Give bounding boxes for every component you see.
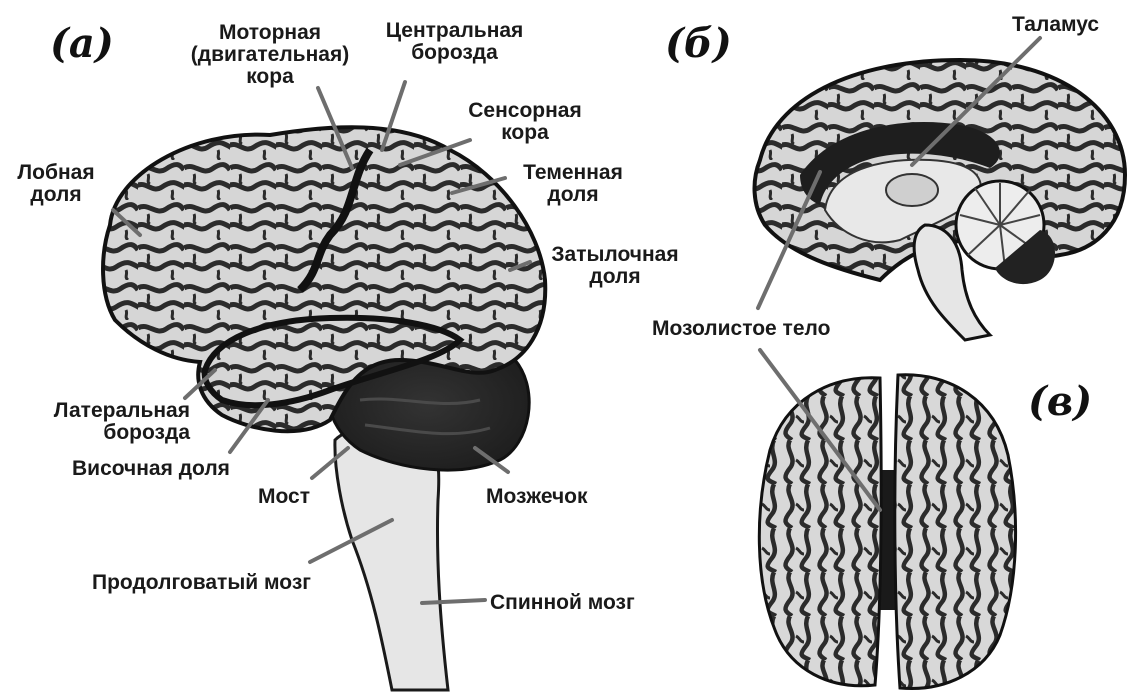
- right-hemisphere-shape: [895, 375, 1016, 689]
- top-brain-view: [759, 375, 1015, 689]
- label-lateral-sulcus: Латеральная борозда: [10, 400, 190, 444]
- panel-label-a: (а): [50, 20, 114, 67]
- label-spinal-cord: Спинной мозг: [490, 592, 635, 614]
- panel-label-b: (б): [665, 20, 732, 67]
- left-hemisphere-shape: [759, 378, 881, 686]
- panel-label-v: (в): [1028, 378, 1092, 425]
- label-sensory-cortex: Сенсорная кора: [460, 100, 590, 144]
- label-frontal-lobe: Лобная доля: [6, 162, 106, 206]
- label-occipital-lobe: Затылочная доля: [540, 244, 690, 288]
- label-central-sulcus: Центральная борозда: [362, 20, 547, 64]
- thalamus-shape: [886, 174, 938, 206]
- label-medulla: Продолговатый мозг: [92, 572, 311, 594]
- label-temporal-lobe: Височная доля: [72, 458, 230, 480]
- label-parietal-lobe: Теменная доля: [508, 162, 638, 206]
- medial-brain-view: [755, 60, 1125, 340]
- label-thalamus: Таламус: [1012, 14, 1099, 36]
- label-corpus-callosum: Мозолистое тело: [652, 318, 830, 340]
- label-pons: Мост: [258, 486, 310, 508]
- label-motor-cortex: Моторная (двигательная) кора: [185, 22, 355, 88]
- label-cerebellum: Мозжечок: [486, 486, 588, 508]
